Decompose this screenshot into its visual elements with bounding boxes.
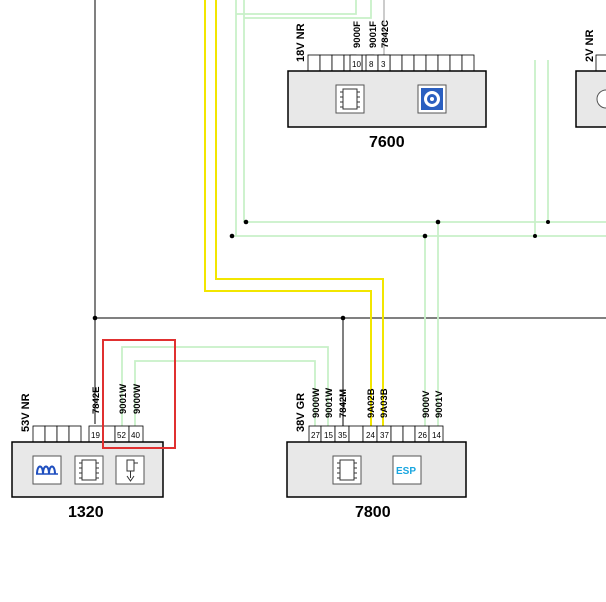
wire-9000f [236,0,357,15]
module-number: 7600 [369,134,405,151]
ecu-chip-icon [596,89,606,109]
pin-number: 40 [131,431,140,440]
pin-number: 19 [91,431,100,440]
wire-label: 9001W [118,384,129,414]
wire-label: 9000V [421,390,432,418]
esp-icon: ESP [392,455,422,485]
splice-dot [533,234,537,238]
ecu-chip-icon [335,84,365,114]
speaker-sensor-icon [417,84,447,114]
module-7800[interactable]: 27 15 35 24 37 26 14 ESP 7800 38V GR 900… [286,388,467,521]
pin-number: 52 [117,431,126,440]
wire-9001f [244,0,372,19]
wires [92,0,606,426]
wire-9a03b [215,0,384,426]
injector-icon [115,455,145,485]
connector-right-pins [595,54,606,72]
wire-9000w-link [134,360,316,426]
connector-label: 38V GR [295,393,307,432]
pin-number: 14 [432,431,441,440]
wire-9001w-link [121,346,329,426]
coil-icon [32,455,62,485]
ecu-chip-icon [332,455,362,485]
pin-number: 35 [338,431,347,440]
module-number: 1320 [68,504,104,521]
connector-1320-pins [32,425,144,443]
connector-label: 18V NR [295,23,307,62]
wire-label: 9000W [311,388,322,418]
pin-number: 27 [311,431,320,440]
connector-7600-pins [307,54,475,72]
splice-dot [243,219,249,225]
module-1320[interactable]: 19 52 40 1320 53V NR 7842E 9001W 9000W [11,384,164,521]
esp-icon-text: ESP [396,466,416,477]
splice-dot [546,220,550,224]
wire-label: 9A03B [379,388,390,418]
wire-label: 7842C [380,20,391,48]
pin-number: 26 [418,431,427,440]
pin-number: 15 [324,431,333,440]
wire-label: 9A02B [366,388,377,418]
wire-9a02b [204,0,372,426]
pin-number: 24 [366,431,375,440]
splice-dot [422,233,428,239]
wire-label: 9001W [324,388,335,418]
wire-label: 7842E [91,387,102,414]
ecu-7800-body [286,441,467,498]
splice-dot [340,315,346,321]
connector-label: 2V NR [584,30,596,62]
wire-label: 9000W [132,384,143,414]
splice-dot [92,315,98,321]
module-right-partial[interactable]: 2V NR [575,30,606,128]
ecu-7600-body [287,70,487,128]
wire-label: 9001V [434,390,445,418]
splice-dot [229,233,235,239]
wire-label: 7842M [338,389,349,418]
highlight-box [102,339,176,449]
wire-label: 9000F [352,21,363,48]
wire-label: 9001F [368,21,379,48]
pin-number: 3 [381,60,386,69]
module-number: 7800 [355,504,391,521]
pin-number: 37 [380,431,389,440]
ecu-chip-icon [74,455,104,485]
splice-dot [435,219,441,225]
module-7600[interactable]: 10 8 3 7600 18V NR 9000F 9001F 7842C [287,20,487,151]
pin-number: 10 [352,60,361,69]
connector-7800-pins [308,425,444,443]
pin-number: 8 [369,60,374,69]
connector-label: 53V NR [20,393,32,432]
